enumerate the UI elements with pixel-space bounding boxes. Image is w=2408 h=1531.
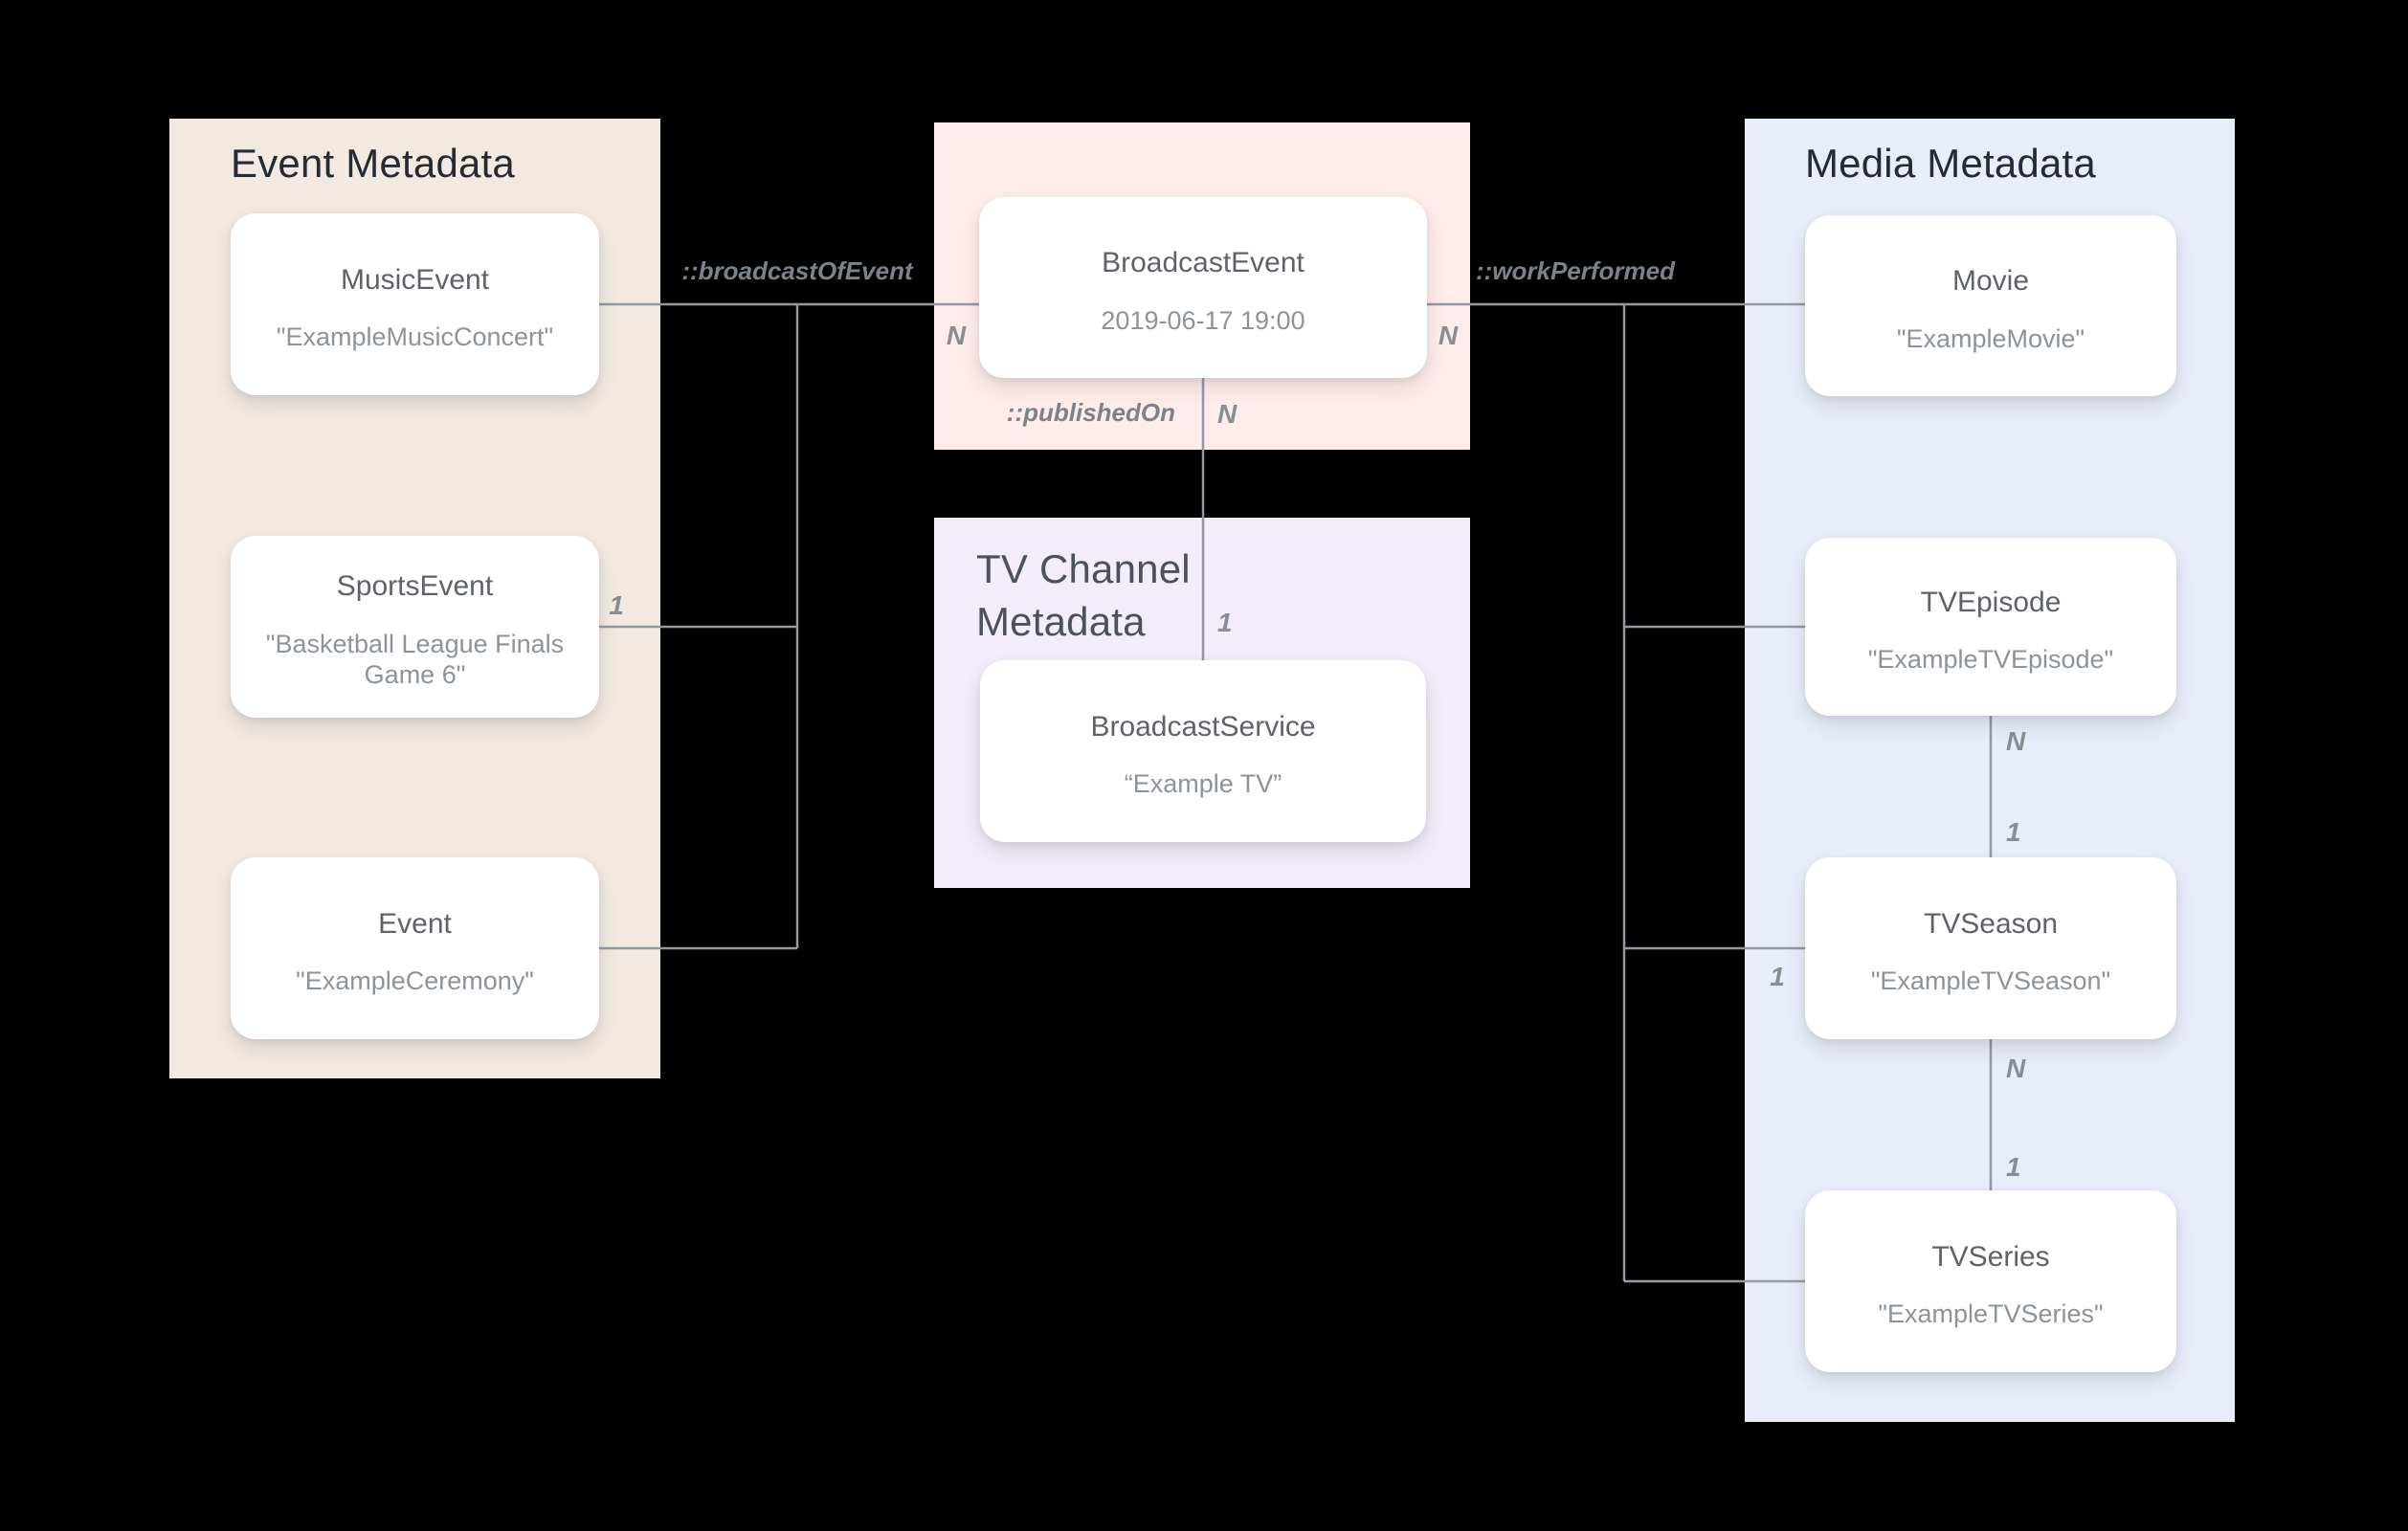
node-movie: Movie "ExampleMovie" <box>1805 215 2176 396</box>
node-sportsevent: SportsEvent "Basketball League Finals Ga… <box>231 536 599 718</box>
cardinality-episode-season-1: 1 <box>2006 817 2021 847</box>
node-subtitle: "Basketball League Finals Game 6" <box>265 629 565 690</box>
node-subtitle: “Example TV” <box>1124 769 1282 799</box>
node-title: SportsEvent <box>336 570 494 603</box>
node-event: Event "ExampleCeremony" <box>231 857 599 1039</box>
node-subtitle: "ExampleMovie" <box>1896 323 2085 353</box>
node-tvseries: TVSeries "ExampleTVSeries" <box>1805 1190 2176 1372</box>
cardinality-tvepisode-n: N <box>2006 726 2026 756</box>
node-title: TVEpisode <box>1920 586 2062 618</box>
cardinality-broadcast-right-n: N <box>1438 321 1459 350</box>
cardinality-publishedon-n: N <box>1217 399 1237 429</box>
node-title: MusicEvent <box>340 263 490 296</box>
node-tvseason: TVSeason "ExampleTVSeason" <box>1805 857 2176 1039</box>
node-broadcastservice: BroadcastService “Example TV” <box>980 660 1426 842</box>
node-subtitle: 2019-06-17 19:00 <box>1101 305 1305 335</box>
node-musicevent: MusicEvent "ExampleMusicConcert" <box>231 213 599 395</box>
node-title: Event <box>378 907 452 940</box>
node-title: Movie <box>1951 265 2030 298</box>
node-subtitle: "ExampleCeremony" <box>296 966 534 996</box>
node-subtitle: "ExampleTVSeries" <box>1878 1299 2104 1329</box>
node-subtitle: "ExampleMusicConcert" <box>276 322 554 352</box>
edge-label-workperformed: ::workPerformed <box>1475 256 1676 285</box>
cardinality-sportsevent-1: 1 <box>609 590 624 620</box>
tv-channel-metadata-title: TV Channel Metadata <box>976 546 1191 644</box>
media-metadata-title: Media Metadata <box>1805 141 2096 186</box>
node-title: BroadcastEvent <box>1102 247 1304 279</box>
edge-label-publishedon: ::publishedOn <box>1006 398 1175 427</box>
cardinality-broadcast-left-n: N <box>946 321 967 350</box>
cardinality-tvseason-branch-1: 1 <box>1770 962 1785 991</box>
node-tvepisode: TVEpisode "ExampleTVEpisode" <box>1805 538 2176 716</box>
node-title: TVSeason <box>1923 907 2059 940</box>
edge-label-broadcastofevent: ::broadcastOfEvent <box>681 256 913 285</box>
node-subtitle: "ExampleTVEpisode" <box>1867 645 2114 675</box>
node-title: TVSeries <box>1931 1240 2050 1273</box>
node-title: BroadcastService <box>1090 710 1316 743</box>
event-metadata-title: Event Metadata <box>231 141 515 186</box>
node-subtitle: "ExampleTVSeason" <box>1870 966 2111 996</box>
node-broadcastevent: BroadcastEvent 2019-06-17 19:00 <box>979 197 1427 378</box>
cardinality-tvseason-n: N <box>2006 1054 2026 1083</box>
cardinality-season-series-1: 1 <box>2006 1152 2021 1182</box>
cardinality-broadcastservice-1: 1 <box>1217 608 1233 637</box>
